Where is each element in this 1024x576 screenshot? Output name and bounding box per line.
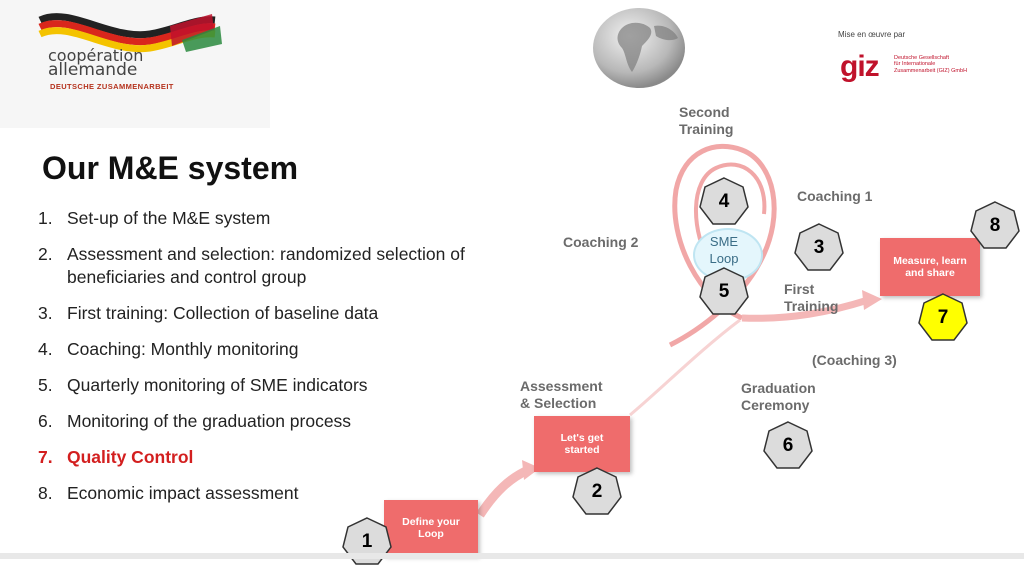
step-marker-number: 8 xyxy=(989,215,1001,236)
arrow-2-to-loop xyxy=(629,318,741,417)
lets-get-started-line1: Let's get xyxy=(560,432,604,444)
giz-name-line1: Deutsche Gesellschaft xyxy=(894,55,950,61)
lets-get-started-line2: started xyxy=(564,444,600,456)
giz-logo: giz xyxy=(840,50,880,83)
assessment-label: Assessment & Selection xyxy=(520,378,603,412)
list-item: 4. Coaching: Monthly monitoring xyxy=(38,338,468,361)
list-item-text: Economic impact assessment xyxy=(67,483,299,503)
step-marker-6: 6 xyxy=(762,420,814,472)
first-training-line2: Training xyxy=(784,298,839,314)
arrow-head-8 xyxy=(862,290,882,310)
list-item: 6. Monitoring of the graduation process xyxy=(38,410,468,433)
list-item-text: Monitoring of the graduation process xyxy=(67,411,352,431)
list-item: 3. First training: Collection of baseline… xyxy=(38,302,468,325)
coaching-2-label: Coaching 2 xyxy=(563,234,639,250)
list-item-number: 8. xyxy=(38,483,53,503)
list-item-text: Quarterly monitoring of SME indicators xyxy=(67,375,368,395)
step-marker-2: 2 xyxy=(571,466,623,518)
second-training-line2: Training xyxy=(679,121,734,137)
step-marker-number: 7 xyxy=(937,307,949,328)
define-loop-line1: Define your xyxy=(402,516,460,528)
logo-text-line1: coopération xyxy=(48,46,144,65)
list-item-number: 4. xyxy=(38,339,53,359)
arrow-1-to-2 xyxy=(476,465,530,518)
define-loop-line2: Loop xyxy=(418,528,444,540)
arrow-loop-to-8 xyxy=(741,296,870,322)
list-item-text: Set-up of the M&E system xyxy=(67,208,271,228)
graduation-line2: Ceremony xyxy=(741,397,810,413)
list-item-number: 6. xyxy=(38,411,53,431)
lets-get-started-box: Let's get started xyxy=(534,416,630,472)
loop-ribbon-inner xyxy=(694,162,767,270)
logo-text-line2: allemande xyxy=(48,60,138,80)
step-marker-number: 1 xyxy=(361,531,373,552)
step-marker-5: 5 xyxy=(698,266,750,318)
step-marker-4: 4 xyxy=(698,176,750,228)
second-training-label: Second Training xyxy=(679,104,733,138)
giz-name: Deutsche Gesellschaft für Internationale… xyxy=(894,55,967,74)
step-marker-number: 6 xyxy=(782,435,794,456)
logo-text-line3: DEUTSCHE ZUSAMMENARBEIT xyxy=(50,82,174,91)
sme-loop-line2: Loop xyxy=(709,251,739,266)
heptagon-icon xyxy=(970,201,1020,249)
step-marker-number: 4 xyxy=(718,191,730,212)
heptagon-icon xyxy=(572,467,622,515)
list-item-number: 1. xyxy=(38,208,53,228)
list-item: 8. Economic impact assessment xyxy=(38,482,468,505)
step-marker-number: 3 xyxy=(813,237,825,258)
list-item-text: Assessment and selection: randomized sel… xyxy=(67,244,465,287)
graduation-label: Graduation Ceremony xyxy=(741,380,816,414)
measure-line1: Measure, learn xyxy=(893,255,967,267)
sme-loop-label: SME Loop xyxy=(697,233,751,267)
me-steps-list: 1. Set-up of the M&E system 2. Assessment … xyxy=(38,207,468,518)
flag-ribbon-icon xyxy=(38,13,222,53)
giz-name-line2: für Internationale xyxy=(894,61,936,68)
sme-loop-line1: SME xyxy=(709,234,739,249)
step-marker-number: 2 xyxy=(591,481,603,502)
giz-name-line3: Zusammenarbeit (GIZ) GmbH xyxy=(894,67,968,74)
step-marker-8: 8 xyxy=(969,200,1021,252)
list-item-number: 3. xyxy=(38,303,53,323)
step-marker-1: 1 xyxy=(341,516,393,568)
list-item: 2. Assessment and selection: randomized s… xyxy=(38,243,468,289)
cooperation-allemande-logo xyxy=(0,0,270,128)
list-item: 5. Quarterly monitoring of SME indicators xyxy=(38,374,468,397)
measure-line2: and share xyxy=(905,267,955,279)
define-loop-box: Define your Loop xyxy=(384,500,478,556)
step-marker-3: 3 xyxy=(793,222,845,274)
first-training-line1: First xyxy=(784,281,815,297)
measure-learn-share-box: Measure, learn and share xyxy=(880,238,980,296)
list-item-number: 5. xyxy=(38,375,53,395)
list-item-number: 7. xyxy=(38,447,53,467)
globe-icon xyxy=(593,8,685,88)
first-training-label: First Training xyxy=(784,281,838,315)
step-marker-number: 5 xyxy=(718,281,730,302)
assessment-line2: & Selection xyxy=(520,395,597,411)
heptagon-icon xyxy=(794,223,844,271)
list-item-number: 2. xyxy=(38,244,53,264)
list-item-text: Coaching: Monthly monitoring xyxy=(67,339,299,359)
list-item-active: 7. Quality Control xyxy=(38,446,468,469)
page-title: Our M&E system xyxy=(42,150,299,186)
graduation-line1: Graduation xyxy=(741,380,816,396)
heptagon-icon xyxy=(763,421,813,469)
arrow-head-1 xyxy=(522,460,540,480)
step-marker-7-active: 7 xyxy=(917,292,969,344)
assessment-line1: Assessment xyxy=(520,378,603,394)
heptagon-icon xyxy=(918,293,968,341)
second-training-line1: Second xyxy=(679,104,730,120)
list-item-text: First training: Collection of baseline d… xyxy=(67,303,379,323)
heptagon-icon xyxy=(699,267,749,315)
list-item: 1. Set-up of the M&E system xyxy=(38,207,468,230)
heptagon-icon xyxy=(342,517,392,565)
coaching-3-label: (Coaching 3) xyxy=(812,352,897,368)
list-item-text: Quality Control xyxy=(67,447,194,467)
footer-divider xyxy=(0,553,1024,559)
coaching-1-label: Coaching 1 xyxy=(797,188,873,204)
heptagon-icon xyxy=(699,177,749,225)
implemented-by-label: Mise en œuvre par xyxy=(838,30,906,39)
